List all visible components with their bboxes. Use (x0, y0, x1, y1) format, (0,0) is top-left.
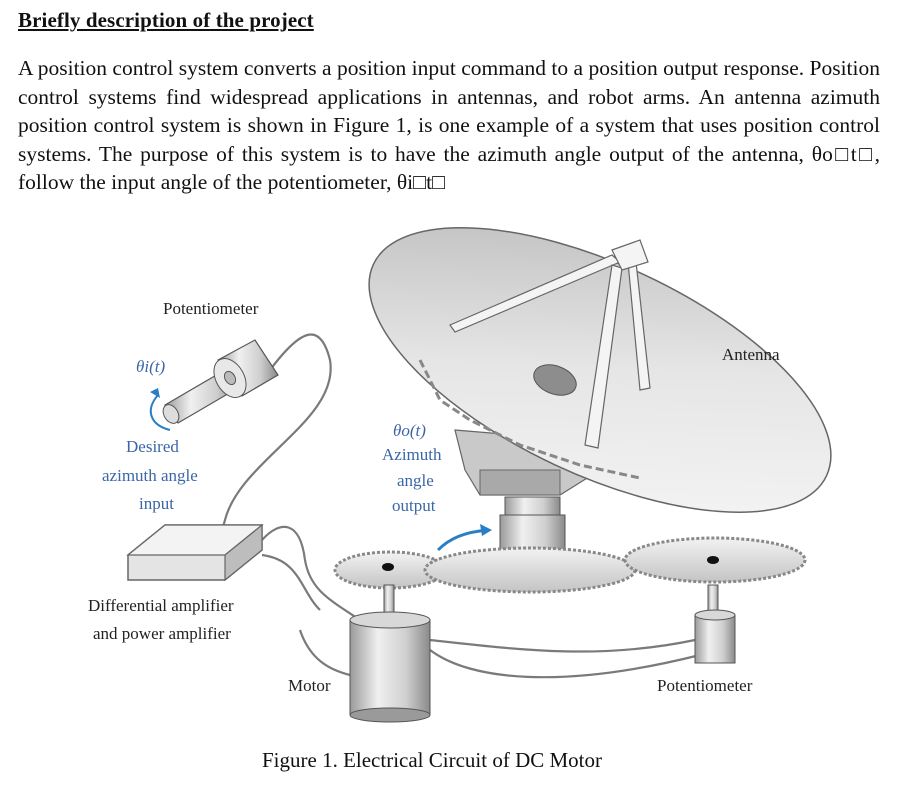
input-potentiometer (149, 339, 279, 431)
motor (349, 584, 431, 723)
figure-caption: Figure 1. Electrical Circuit of DC Motor (262, 748, 603, 772)
output-potentiometer (694, 584, 736, 664)
label-desired-2: azimuth angle (102, 466, 198, 485)
label-desired-1: Desired (126, 437, 179, 456)
antenna-dish (368, 227, 832, 513)
rotation-arrow (436, 524, 492, 552)
label-motor: Motor (288, 676, 331, 695)
label-azimuth-3: output (392, 496, 436, 515)
label-potentiometer-bottom: Potentiometer (657, 676, 753, 695)
label-azimuth-1: Azimuth (382, 445, 442, 464)
label-theta-i: θi(t) (136, 357, 165, 376)
amplifier-box (126, 523, 264, 582)
gears (333, 536, 807, 594)
label-theta-o: θo(t) (393, 421, 426, 440)
antenna-system-figure: Potentiometer θi(t) Desired azimuth angl… (88, 227, 832, 723)
label-desired-3: input (139, 494, 174, 513)
label-potentiometer-top: Potentiometer (163, 299, 259, 318)
label-azimuth-2: angle (397, 471, 434, 490)
description-paragraph: A position control system converts a pos… (18, 56, 880, 195)
label-antenna: Antenna (722, 345, 780, 364)
section-heading: Briefly description of the project (18, 8, 314, 32)
label-amplifier-2: and power amplifier (93, 624, 231, 643)
label-amplifier-1: Differential amplifier (88, 596, 234, 615)
